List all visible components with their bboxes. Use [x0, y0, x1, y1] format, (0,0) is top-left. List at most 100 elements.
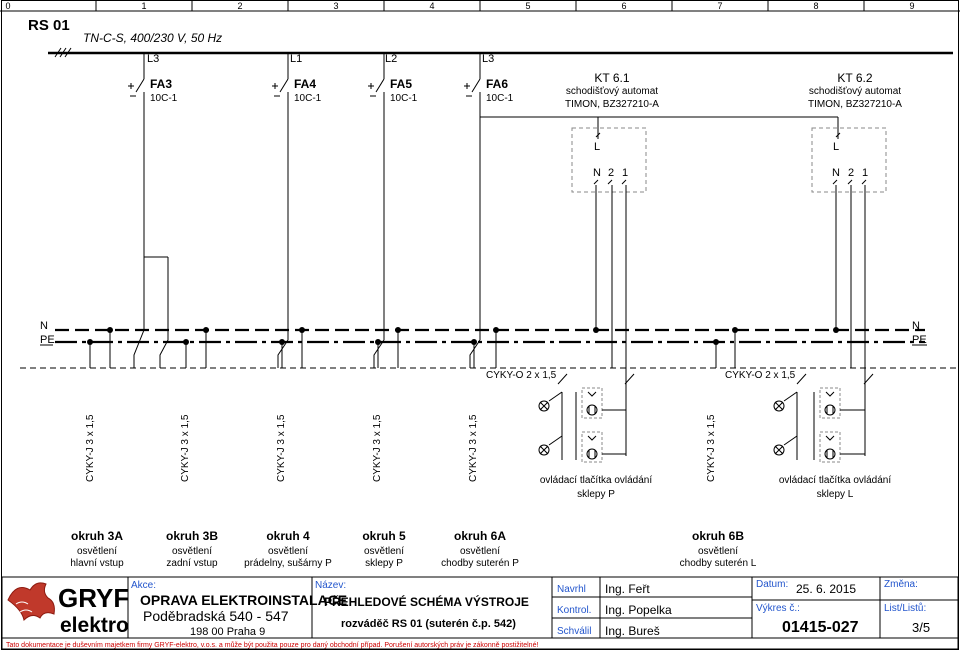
button-group-right: [773, 387, 866, 463]
timer-name: KT 6.1: [594, 71, 629, 85]
breaker-symbol-fa3: [128, 78, 145, 106]
breaker-symbol-fa6: [464, 78, 481, 106]
button-note: ovládací tlačítka ovládání: [540, 475, 653, 486]
akce-line-3: 198 00 Praha 9: [190, 626, 265, 638]
cable-label: CYKY-J 3 x 1,5: [276, 414, 287, 482]
list-value: 3/5: [912, 620, 930, 635]
ruler-col-6: 6: [621, 1, 626, 11]
circuit-name: okruh 3B: [166, 529, 218, 543]
nazev-label: Název:: [315, 580, 346, 591]
ruler-col-2: 2: [237, 1, 242, 11]
timer-terminal: L: [594, 141, 600, 153]
ruler-ticks: [95, 0, 865, 11]
timer-terminal: 1: [622, 167, 628, 179]
breaker-rating: 10C-1: [390, 93, 418, 104]
logo-text-elektro: elektro: [60, 614, 129, 637]
ruler-col-1: 1: [141, 1, 146, 11]
akce-line-2: Poděbradská 540 - 547: [143, 608, 289, 624]
breaker-name: FA5: [390, 77, 412, 91]
breaker-name: FA6: [486, 77, 508, 91]
ruler-col-7: 7: [717, 1, 722, 11]
cable-label: CYKY-J 3 x 1,5: [85, 414, 96, 482]
timer-desc: schodišťový automat: [809, 86, 901, 97]
phase-label: L2: [385, 53, 397, 65]
circuit-loc: prádelny, sušárny P: [244, 558, 332, 569]
circuit-loc: hlavní vstup: [70, 558, 124, 569]
kontrol-label: Kontrol.: [557, 605, 591, 616]
ruler-col-0: 0: [5, 1, 10, 11]
button-note: ovládací tlačítka ovládání: [779, 475, 892, 486]
timer-box-kt61: [571, 127, 647, 193]
ruler-col-4: 4: [429, 1, 434, 11]
timer-model: TIMON, BZ327210-A: [565, 99, 659, 110]
navrhl-value: Ing. Feřt: [605, 582, 650, 596]
breaker-rating: 10C-1: [150, 93, 178, 104]
cable-label: CYKY-J 3 x 1,5: [180, 414, 191, 482]
logo-text-gryf: GRYF: [58, 583, 129, 613]
circuit-loc: chodby suterén P: [441, 558, 519, 569]
supply-spec: TN-C-S, 400/230 V, 50 Hz: [83, 31, 222, 45]
vykres-value: 01415-027: [782, 619, 859, 636]
panel-title: RS 01: [28, 17, 70, 34]
control-cable-label: CYKY-O 2 x 1,5: [725, 370, 796, 381]
control-cable-label: CYKY-O 2 x 1,5: [486, 370, 557, 381]
circuit-loc: chodby suterén L: [680, 558, 757, 569]
nazev-line-2: rozváděč RS 01 (suterén č.p. 542): [341, 618, 516, 630]
datum-label: Datum:: [756, 579, 788, 590]
akce-label: Akce:: [131, 580, 156, 591]
timer-name: KT 6.2: [837, 71, 872, 85]
ruler-col-9: 9: [909, 1, 914, 11]
circuit-name: okruh 6A: [454, 529, 506, 543]
circuit-name: okruh 3A: [71, 529, 123, 543]
breaker-rating: 10C-1: [294, 93, 322, 104]
copyright-footer: Tato dokumentace je duševním majetkem fi…: [6, 641, 538, 649]
bus-label-n: N: [40, 320, 48, 332]
circuit-loc: zadní vstup: [166, 558, 218, 569]
timer-desc: schodišťový automat: [566, 86, 658, 97]
circuit-name: okruh 6B: [692, 529, 744, 543]
ruler-col-5: 5: [525, 1, 530, 11]
circuit-name: okruh 4: [266, 529, 310, 543]
circuit-desc: osvětlení: [268, 546, 308, 557]
ruler-col-3: 3: [333, 1, 338, 11]
phase-label: L3: [482, 53, 494, 65]
timer-terminal: 1: [862, 167, 868, 179]
bus-label-n: N: [912, 320, 920, 332]
timer-terminal: 2: [608, 167, 614, 179]
zmena-label: Změna:: [884, 579, 918, 590]
cable-label: CYKY-J 3 x 1,5: [372, 414, 383, 482]
phase-label: L3: [147, 53, 159, 65]
timer-terminal: N: [593, 167, 601, 179]
button-group-left: [538, 387, 627, 463]
timer-terminal: 2: [848, 167, 854, 179]
cable-label: CYKY-J 3 x 1,5: [468, 414, 479, 482]
breaker-symbol-fa5: [368, 78, 385, 106]
akce-line-1: OPRAVA ELEKTROINSTALACE: [140, 592, 347, 608]
schvalil-label: Schválil: [557, 626, 591, 637]
circuit-desc: osvětlení: [698, 546, 738, 557]
title-block: [1, 576, 959, 650]
circuit-desc: osvětlení: [364, 546, 404, 557]
ruler-col-8: 8: [813, 1, 818, 11]
gryf-logo: GRYF elektro: [7, 582, 129, 637]
circuit-name: okruh 5: [362, 529, 406, 543]
list-label: List/Listů:: [884, 602, 926, 614]
bus-label-pe: PE: [912, 334, 927, 346]
timer-terminal: N: [832, 167, 840, 179]
cable-label: CYKY-J 3 x 1,5: [706, 414, 717, 482]
breaker-rating: 10C-1: [486, 93, 514, 104]
phase-label: L1: [290, 53, 302, 65]
nazev-line-1: PŘEHLEDOVÉ SCHÉMA VÝSTROJE: [324, 594, 529, 609]
button-note: sklepy L: [817, 489, 854, 500]
breaker-name: FA3: [150, 77, 172, 91]
button-note: sklepy P: [577, 489, 615, 500]
busbar-hatch: [54, 47, 72, 58]
bus-label-pe: PE: [40, 334, 55, 346]
navrhl-label: Navrhl: [557, 584, 586, 595]
breaker-symbol-fa4: [272, 78, 289, 106]
timer-box-kt62: [811, 127, 887, 193]
breaker-name: FA4: [294, 77, 316, 91]
kontrol-value: Ing. Popelka: [605, 603, 672, 617]
circuit-desc: osvětlení: [172, 546, 212, 557]
